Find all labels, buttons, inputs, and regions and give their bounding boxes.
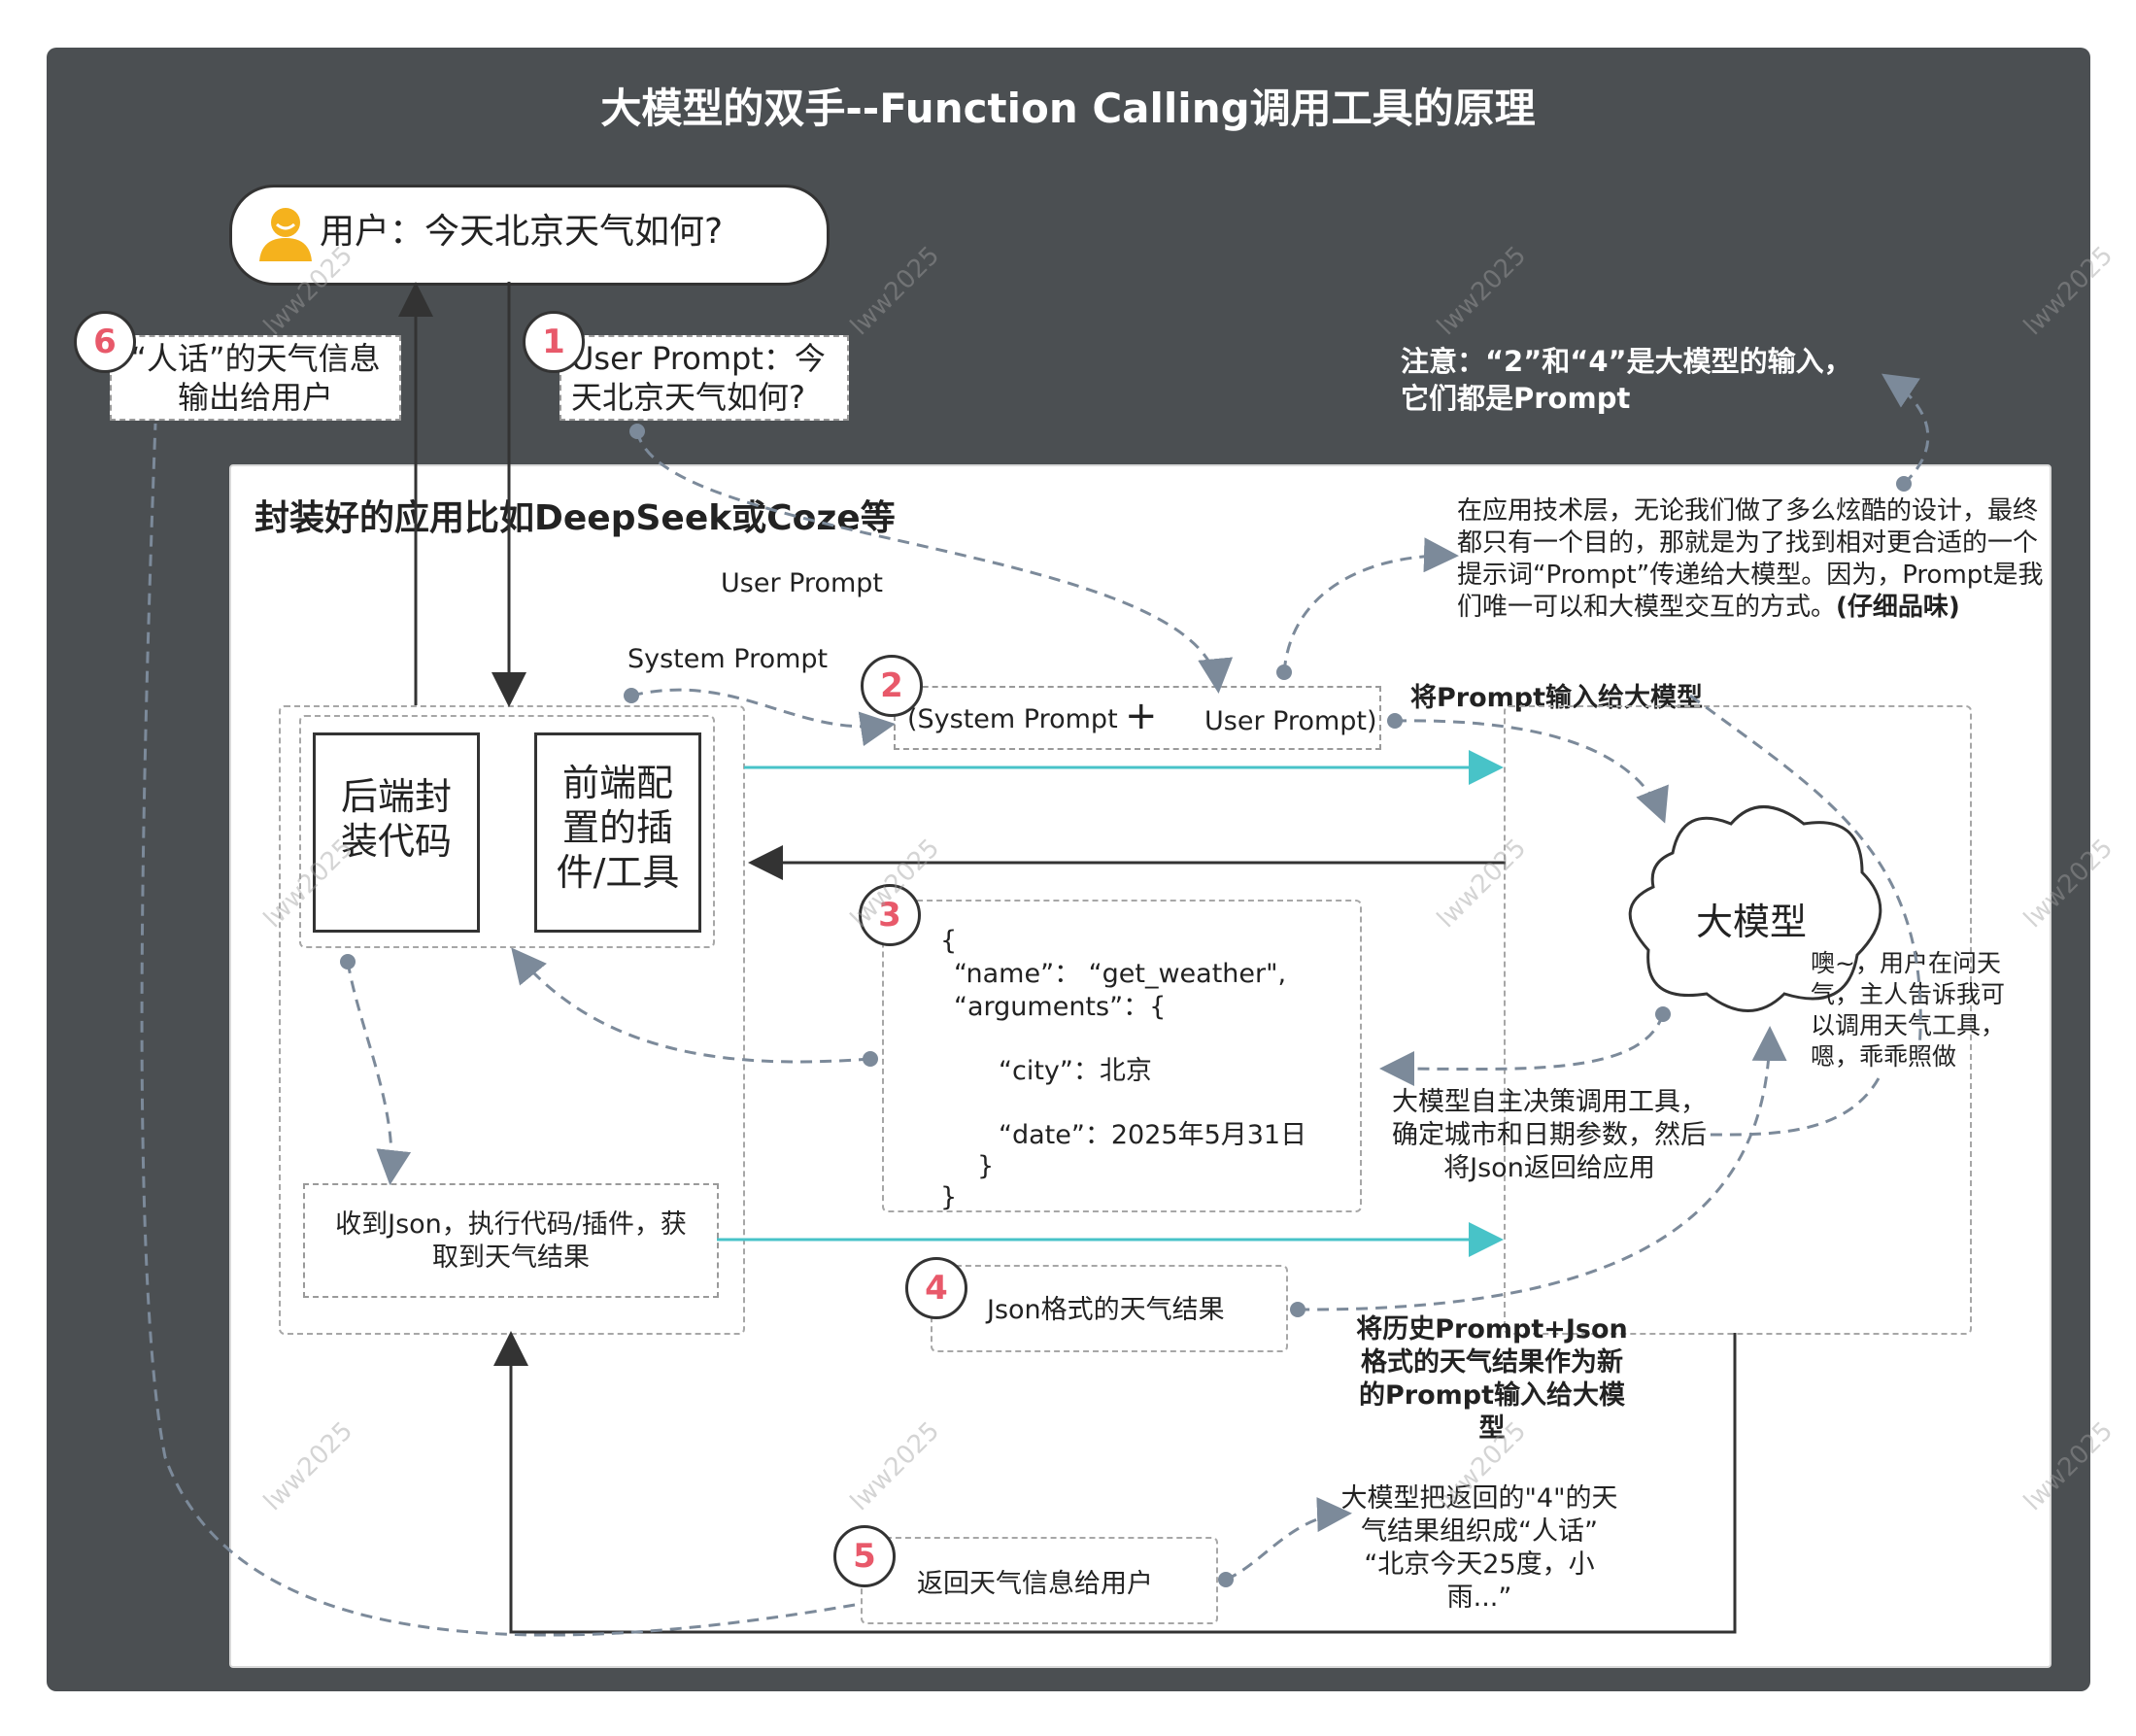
step2-badge: 2 [861, 655, 923, 717]
attention-note: 注意：“2”和“4”是大模型的输入，它们都是Prompt [1401, 345, 1852, 415]
json-line-2: “name”： “get_weather", [954, 959, 1287, 989]
json-line-1: { [940, 926, 958, 956]
step6-badge: 6 [74, 311, 136, 373]
dash-json-to-plugins [511, 947, 871, 1064]
json-line-4: “city”：北京 [999, 1056, 1152, 1086]
arrow-return-loop [493, 1331, 1737, 1634]
step6-output-note: “人话”的天气信息输出给用户 [110, 335, 401, 421]
backend-code-label: 后端封装代码 [340, 775, 452, 863]
frontend-plugin-label: 前端配置的插件/工具 [556, 762, 680, 894]
prompt-principle-body: 在应用技术层，无论我们做了多么炫酷的设计，最终都只有一个目的，那就是为了找到相对… [1457, 496, 2044, 622]
dash-step2-to-principle [1282, 537, 1459, 673]
system-prompt-label: System Prompt [627, 644, 829, 674]
user-icon [259, 208, 312, 261]
app-container-label: 封装好的应用比如DeepSeek或Coze等 [254, 498, 896, 538]
step4-badge: 4 [905, 1257, 967, 1319]
dash-llm-to-decision [1379, 1013, 1665, 1087]
step2-system-prompt: (System Prompt [907, 704, 1118, 734]
dash-thought-to-decision [1709, 1077, 1881, 1137]
step6-text: “人话”的天气信息输出给用户 [130, 340, 381, 416]
final-answer-label: 大模型把返回的"4"的天气结果组织成“人话” “北京今天25度，小雨...” [1340, 1483, 1618, 1613]
prompt-principle-text: 在应用技术层，无论我们做了多么炫酷的设计，最终都只有一个目的，那就是为了找到相对… [1457, 495, 2046, 624]
user-prompt-label: User Prompt [721, 568, 883, 598]
prompt-principle-emphasis: (仔细品味) [1836, 593, 1960, 622]
step4-text: Json格式的天气结果 [987, 1295, 1225, 1325]
step2-combined-prompt: (System Prompt + User Prompt) [894, 686, 1381, 750]
dash-system-prompt-to-step2 [630, 688, 896, 747]
step5-text: 返回天气信息给用户 [917, 1569, 1153, 1599]
step3-json-box: { “name”： “get_weather", “arguments”：{ “… [882, 900, 1362, 1212]
step1-badge: 1 [523, 311, 585, 373]
user-bubble: 用户：今天北京天气如何? [229, 185, 830, 286]
app-container [229, 464, 2051, 1668]
llm-thought: 噢~，用户在问天气，主人告诉我可以调用天气工具，嗯，乖乖照做 [1811, 949, 2006, 1071]
backend-code-box: 后端封装代码 [313, 732, 480, 933]
dash-send-label-to-thought [1689, 694, 1922, 1050]
llm-region [1504, 705, 1972, 1335]
step5-badge: 5 [833, 1525, 896, 1587]
dash-backend-to-receive [346, 961, 412, 1185]
json-line-5: “date”：2025年5月31日 [999, 1120, 1307, 1150]
dash-user-prompt-to-step2 [635, 430, 1233, 694]
decision-label: 大模型自主决策调用工具，确定城市和日期参数，然后将Json返回给应用 [1392, 1087, 1707, 1183]
llm-cloud [1628, 805, 1882, 1012]
dash-principle-to-attention [1882, 373, 1930, 486]
step3-badge: 3 [859, 884, 921, 946]
step4-result-box: Json格式的天气结果 [931, 1265, 1288, 1352]
code-plugin-group [299, 715, 715, 948]
diagram-title: 大模型的双手--Function Calling调用工具的原理 [600, 85, 1536, 132]
json-line-6: } [977, 1151, 995, 1181]
step2-user-prompt: User Prompt) [1204, 706, 1377, 736]
frontend-plugin-box: 前端配置的插件/工具 [534, 732, 701, 933]
llm-label: 大模型 [1696, 901, 1808, 943]
receive-json-label: 收到Json，执行代码/插件，获取到天气结果 [335, 1209, 687, 1273]
dash-step5-to-final [1225, 1497, 1352, 1582]
step2-plus: + [1125, 694, 1158, 738]
dash-step2-to-llm [1394, 719, 1669, 824]
step1-text: User Prompt：今天北京天气如何? [571, 340, 826, 416]
json-line-3: “arguments”：{ [954, 992, 1167, 1022]
receive-json-box: 收到Json，执行代码/插件，获取到天气结果 [303, 1183, 719, 1298]
json-line-7: } [940, 1182, 958, 1212]
send-prompt-label: 将Prompt输入给大模型 [1410, 683, 1704, 713]
dash-step4-to-llm [1297, 1026, 1787, 1311]
dash-step5-to-step6 [140, 423, 856, 1637]
step1-user-prompt-note: User Prompt：今天北京天气如何? [559, 335, 849, 421]
history-prompt-label: 将历史Prompt+Json格式的天气结果作为新的Prompt输入给大模型 [1356, 1314, 1628, 1444]
user-question: 用户：今天北京天气如何? [320, 212, 724, 252]
